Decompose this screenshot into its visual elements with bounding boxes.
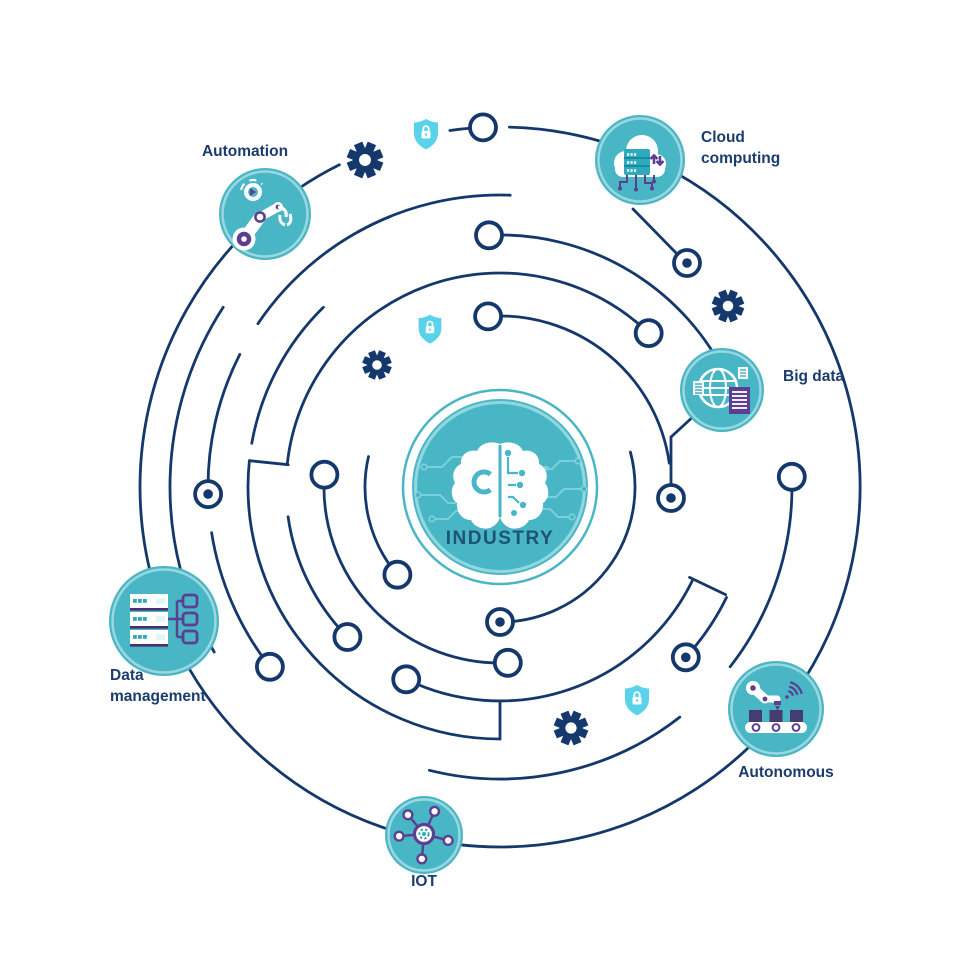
circuit-arc — [486, 314, 671, 465]
circuit-arc — [246, 459, 502, 741]
circuit-arc — [138, 235, 243, 582]
conveyor-icon — [745, 681, 807, 733]
satellite-iot — [385, 796, 463, 874]
node-open — [492, 647, 523, 678]
center-industry-badge — [401, 388, 599, 586]
robot-arm-icon — [232, 179, 293, 251]
gear-icon — [346, 141, 384, 179]
cloud-server-icon — [614, 135, 666, 192]
circuit-arc — [662, 164, 862, 695]
node-open — [473, 301, 504, 332]
shield-lock-icon — [625, 685, 649, 716]
circuit-arc — [286, 515, 349, 639]
label-big-data: Big data — [783, 368, 845, 385]
node-open — [776, 461, 807, 492]
node-open — [474, 220, 504, 251]
server-tree-icon — [130, 593, 199, 647]
gear-icon — [362, 350, 392, 380]
satellite-autonomous — [728, 661, 824, 757]
label-data-management: Data management — [110, 667, 206, 705]
circuit-arc — [297, 163, 341, 190]
circuit-arc — [322, 473, 510, 665]
node-bullseye — [672, 248, 702, 278]
satellite-automation — [219, 168, 311, 260]
globe-doc-icon — [693, 367, 750, 414]
circuit-connector — [631, 207, 683, 260]
circuit-arc — [728, 475, 794, 669]
circuit-traces — [138, 125, 862, 849]
circuit-connector — [247, 459, 290, 467]
label-automation: Automation — [201, 143, 289, 160]
node-open — [633, 318, 664, 349]
brain-icon — [451, 442, 549, 529]
node-bullseye — [656, 483, 686, 513]
circuit-arc — [498, 450, 637, 624]
shield-lock-icon — [418, 314, 442, 344]
circuit-arc — [285, 271, 651, 466]
circuit-arc — [180, 654, 391, 831]
shield-lock-icon — [414, 119, 438, 150]
node-bullseye — [670, 642, 701, 673]
circuit-connector — [688, 576, 727, 596]
node-bullseye — [485, 607, 515, 637]
satellite-cloud-computing — [595, 115, 685, 205]
circuit-arc — [363, 455, 399, 577]
node-open — [468, 112, 498, 143]
node-open — [309, 459, 340, 490]
circuit-arc — [250, 305, 325, 445]
circuit-arc — [206, 353, 242, 496]
node-bullseye — [193, 479, 224, 510]
circuit-nodes — [193, 112, 807, 695]
node-open — [332, 622, 363, 652]
node-open — [254, 651, 285, 682]
label-iot: IOT — [411, 873, 437, 890]
circuit-arc — [454, 735, 761, 849]
node-open — [391, 664, 422, 695]
node-open — [382, 559, 413, 590]
circuit-arc — [256, 214, 392, 326]
satellite-data-management — [109, 566, 219, 676]
label-autonomous: Autonomous — [738, 764, 834, 781]
gear-icon — [553, 710, 589, 746]
network-hub-icon — [393, 805, 454, 865]
label-cloud-computing: Cloud computing — [701, 129, 781, 167]
label-industry: INDUSTRY — [445, 528, 555, 549]
circuit-arc — [487, 233, 730, 382]
circuit-arc — [428, 715, 682, 781]
circuit-arc — [210, 531, 272, 669]
satellite-big-data — [680, 348, 764, 432]
circuit-arc — [404, 579, 694, 703]
gear-icon — [711, 289, 745, 323]
